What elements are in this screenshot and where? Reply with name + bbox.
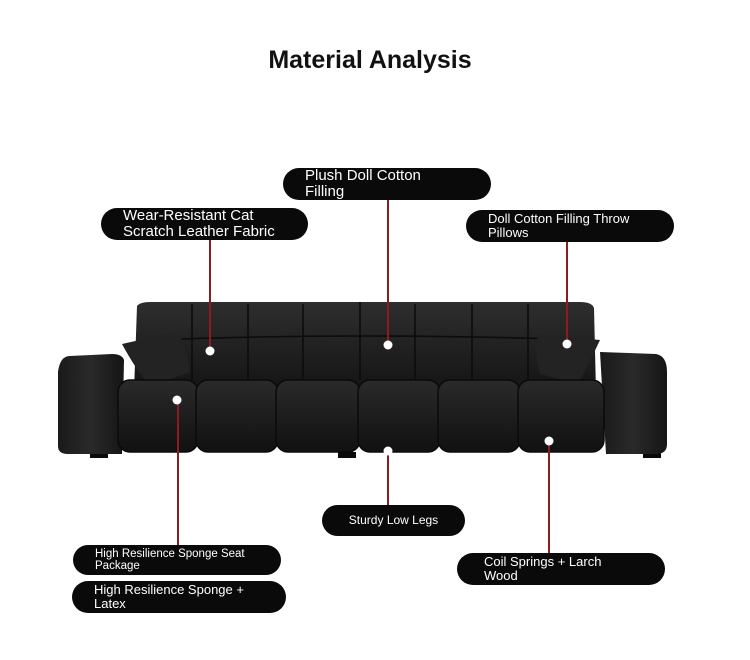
label-throw-pillows: Doll Cotton Filling Throw Pillows — [466, 210, 674, 242]
label-wear-resistant-leather: Wear-Resistant Cat Scratch Leather Fabri… — [101, 208, 308, 240]
label-sturdy-low-legs: Sturdy Low Legs — [322, 505, 465, 536]
right-throw-pillow — [536, 334, 600, 384]
sofa-leg — [90, 452, 108, 458]
sofa-left-arm — [58, 354, 124, 454]
left-throw-pillow — [122, 332, 190, 386]
page-title: Material Analysis — [268, 46, 472, 74]
label-sponge-latex: High Resilience Sponge + Latex — [72, 581, 286, 613]
sofa-leg — [338, 452, 356, 458]
marker-dots — [172, 339, 572, 456]
sofa-leg — [643, 452, 661, 458]
sofa-backrest — [134, 302, 596, 392]
sofa-right-arm — [600, 352, 667, 454]
label-coil-springs-larch-wood: Coil Springs + Larch Wood — [457, 553, 665, 585]
leader-lines — [177, 200, 568, 553]
back-tufting — [149, 302, 591, 380]
seat-cushions — [117, 379, 605, 453]
label-plush-doll-cotton-filling: Plush Doll Cotton Filling — [283, 168, 491, 200]
label-sponge-seat-package: High Resilience Sponge Seat Package — [73, 545, 281, 575]
